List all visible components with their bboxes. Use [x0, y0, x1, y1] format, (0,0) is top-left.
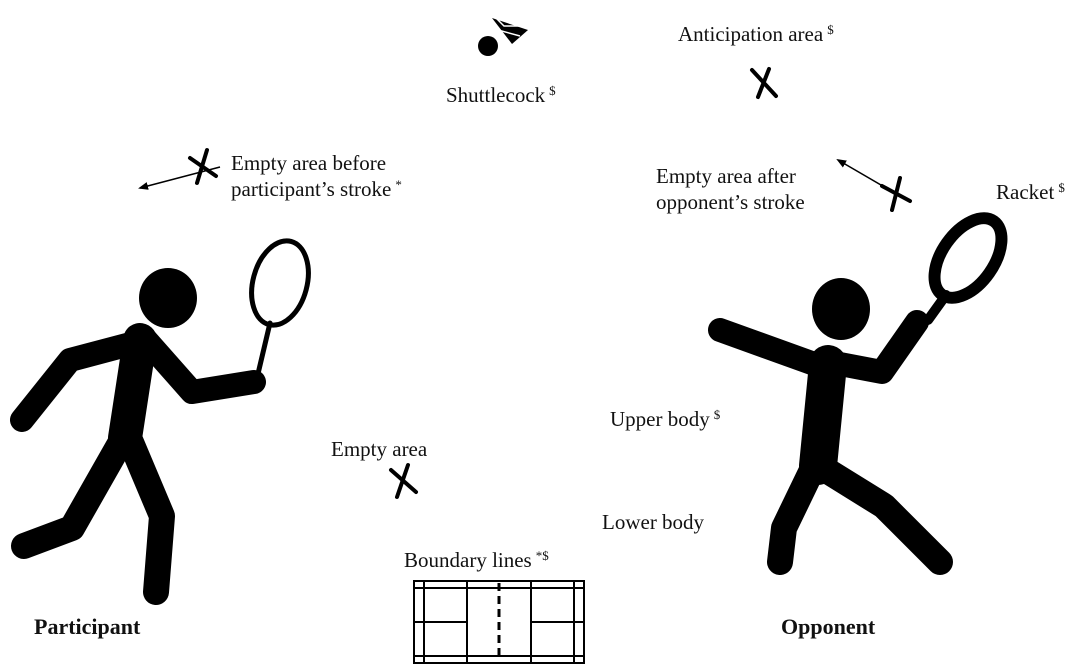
lower-body-label-text: Lower body	[602, 510, 705, 534]
shuttlecock-label-text: Shuttlecock	[446, 83, 546, 107]
upper-body-label: Upper body$	[610, 406, 720, 432]
participant-label: Participant	[34, 614, 140, 640]
boundary-lines-label: Boundary lines*$	[404, 547, 549, 573]
boundary-lines-label-mark: *$	[535, 548, 549, 563]
shuttlecock-label-mark: $	[549, 83, 556, 98]
cross-marker-icon	[750, 67, 778, 99]
shuttlecock-label: Shuttlecock$	[446, 82, 556, 108]
upper-body-label-mark: $	[713, 407, 721, 422]
opponent-label-text: Opponent	[781, 614, 876, 639]
opponent-figure-icon	[708, 212, 1008, 575]
badminton-court-icon	[413, 580, 585, 664]
empty-area-before-line1: Empty area before	[231, 151, 387, 175]
anticipation-area-label-text: Anticipation area	[678, 22, 824, 46]
empty-area-before-line2: participant’s stroke	[231, 177, 392, 201]
participant-figure-icon	[10, 238, 311, 605]
empty-area-label: Empty area	[331, 436, 427, 462]
lower-body-label: Lower body	[602, 509, 704, 535]
anticipation-area-label-mark: $	[827, 22, 834, 37]
empty-area-after-line1: Empty area after	[656, 164, 796, 188]
empty-area-after-label: Empty area after opponent’s stroke	[656, 163, 805, 215]
racket-label: Racket$	[996, 179, 1065, 205]
anticipation-area-label: Anticipation area$	[678, 21, 834, 47]
empty-area-label-text: Empty area	[331, 437, 428, 461]
racket-label-mark: $	[1058, 180, 1065, 195]
empty-area-after-line2: opponent’s stroke	[656, 190, 805, 214]
upper-body-label-text: Upper body	[610, 407, 710, 431]
opponent-label: Opponent	[781, 614, 875, 640]
racket-label-text: Racket	[996, 180, 1055, 204]
double-arrow-icon	[836, 158, 906, 200]
cross-marker-icon	[188, 148, 218, 185]
participant-label-text: Participant	[34, 614, 141, 639]
empty-area-before-label: Empty area before participant’s stroke*	[231, 150, 402, 202]
shuttlecock-icon	[478, 15, 528, 56]
cross-marker-icon	[389, 463, 418, 499]
empty-area-before-mark: *	[395, 177, 402, 192]
double-arrow-icon	[138, 166, 221, 190]
boundary-lines-label-text: Boundary lines	[404, 548, 532, 572]
